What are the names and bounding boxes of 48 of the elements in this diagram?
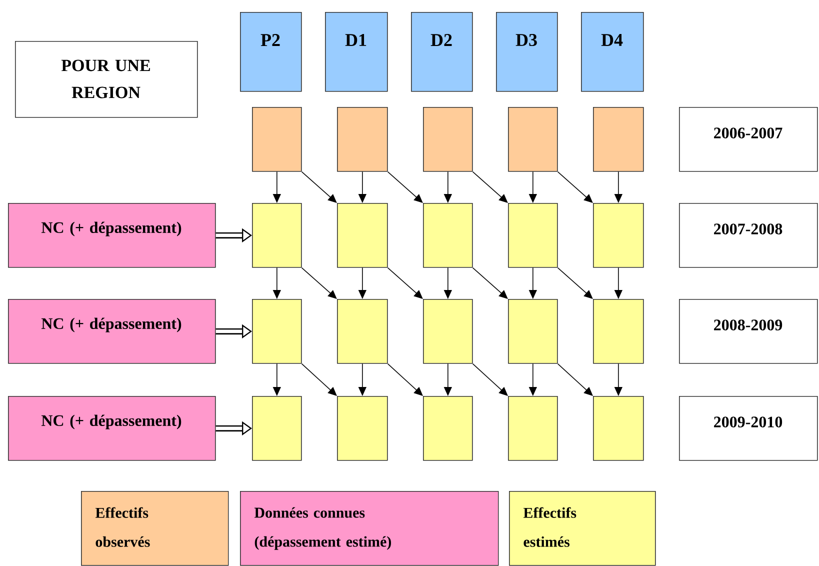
empty-box <box>508 396 558 461</box>
arrow <box>387 171 423 203</box>
empty-box <box>337 203 388 268</box>
empty-box <box>508 203 558 268</box>
empty-box <box>252 299 302 364</box>
input-box: NC (+ dépassement) <box>8 396 216 461</box>
legend-box: Effectifs observés <box>81 491 229 566</box>
arrow <box>472 267 508 299</box>
legend-box: Données connues (dépassement estimé) <box>240 491 499 566</box>
empty-box <box>508 107 558 172</box>
arrow <box>301 171 337 203</box>
empty-box <box>423 203 473 268</box>
arrow <box>472 171 508 203</box>
empty-box <box>593 107 644 172</box>
year-box: 2008-2009 <box>679 299 818 364</box>
input-box: NC (+ dépassement) <box>8 203 216 268</box>
empty-box <box>337 299 388 364</box>
empty-box <box>252 396 302 461</box>
column-header-box: D3 <box>496 12 558 92</box>
empty-box <box>252 203 302 268</box>
year-box: 2007-2008 <box>679 203 818 268</box>
empty-box <box>593 203 644 268</box>
arrow <box>557 267 593 299</box>
legend-box: Effectifs estimés <box>509 491 656 566</box>
arrow <box>301 363 337 396</box>
arrow <box>557 171 593 203</box>
empty-box <box>593 299 644 364</box>
arrow <box>387 363 423 396</box>
column-header-box: D2 <box>411 12 473 92</box>
arrow <box>472 363 508 396</box>
empty-box <box>423 396 473 461</box>
arrow <box>557 363 593 396</box>
empty-box <box>593 396 644 461</box>
input-box: NC (+ dépassement) <box>8 299 216 364</box>
empty-box <box>337 107 388 172</box>
column-header-box: D1 <box>325 12 388 92</box>
arrow <box>301 267 337 299</box>
empty-box <box>423 299 473 364</box>
year-box: 2006-2007 <box>679 107 818 172</box>
column-header-box: P2 <box>240 12 302 92</box>
column-header-box: D4 <box>581 12 644 92</box>
empty-box <box>337 396 388 461</box>
empty-box <box>252 107 302 172</box>
arrow <box>387 267 423 299</box>
year-box: 2009-2010 <box>679 396 818 461</box>
empty-box <box>508 299 558 364</box>
empty-box <box>423 107 473 172</box>
title-box: POUR UNE REGION <box>15 41 198 118</box>
